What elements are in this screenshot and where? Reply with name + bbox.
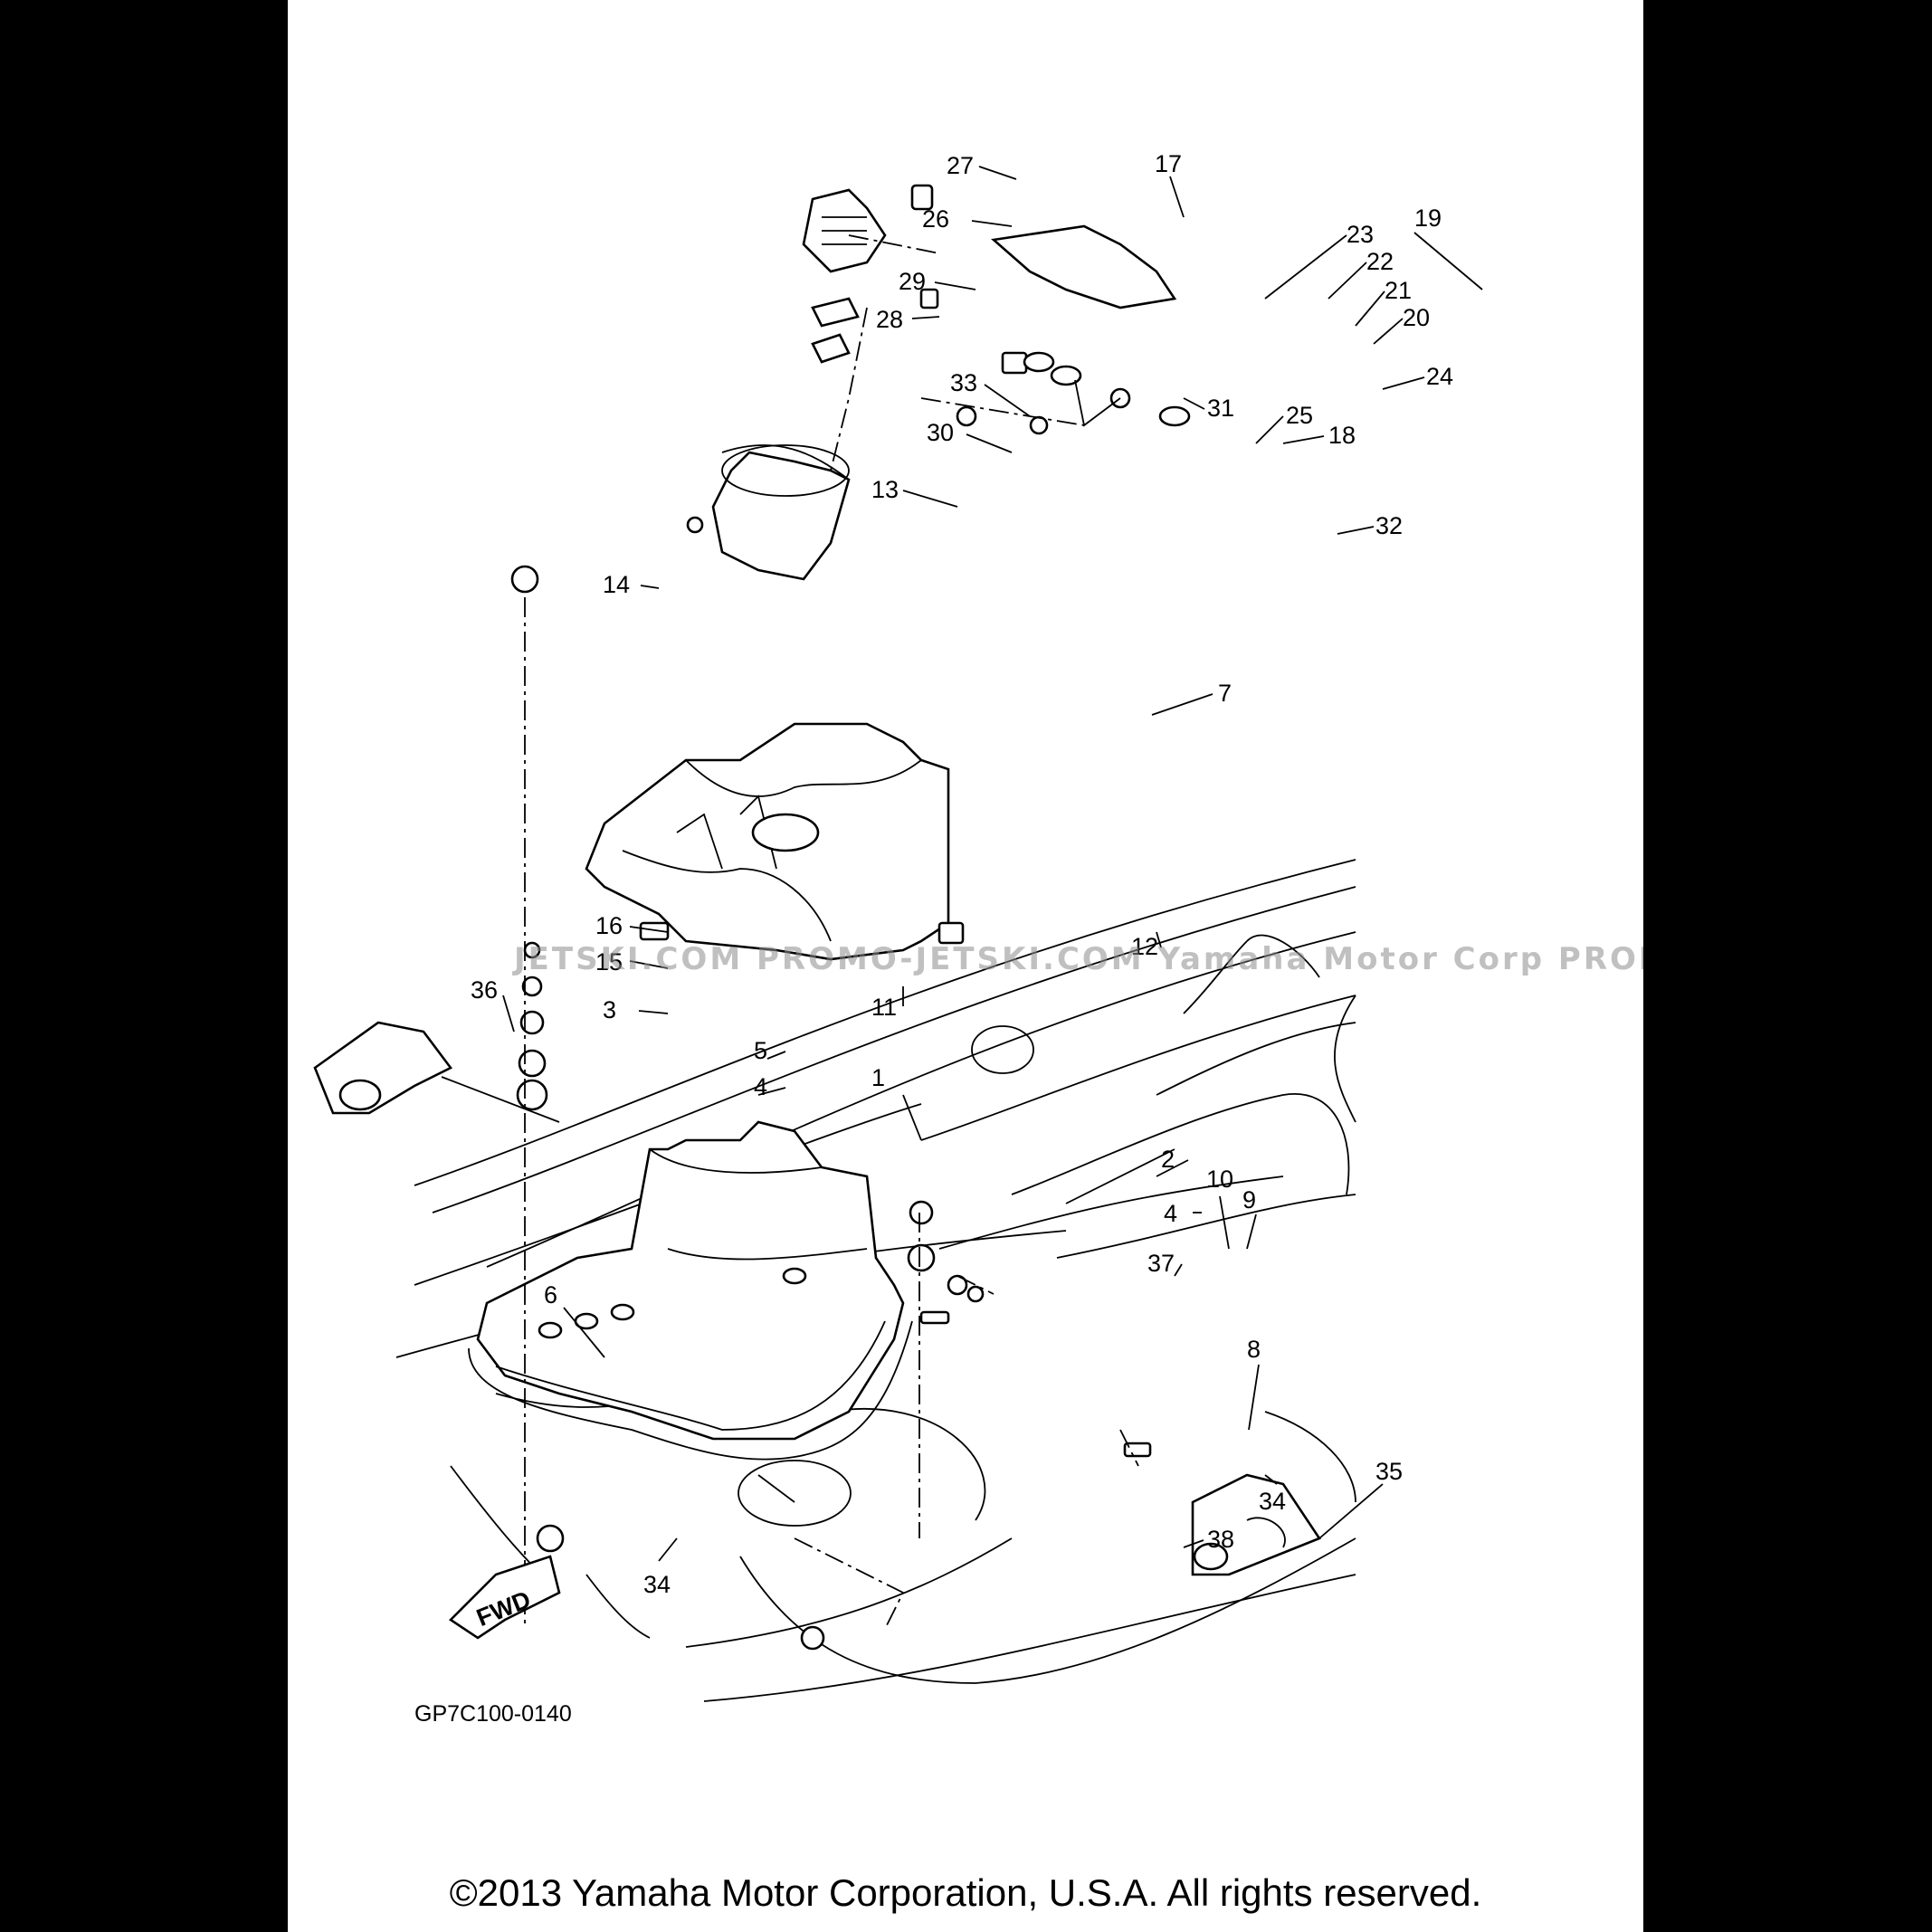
callout-32: 32 [1375, 512, 1403, 539]
seat-hatch [711, 444, 851, 581]
storage-box [476, 1120, 905, 1441]
box-gasket [468, 1320, 913, 1461]
leader-line [1282, 435, 1325, 444]
callout-5: 5 [754, 1037, 767, 1064]
callout-3: 3 [603, 996, 616, 1023]
diagram-code: GP7C100-0140 [414, 1701, 572, 1727]
leader-lines [502, 166, 1483, 1562]
callout-35: 35 [1375, 1458, 1403, 1485]
callout-33: 33 [950, 369, 977, 396]
leader-line [1255, 415, 1284, 444]
leader-line [1156, 931, 1162, 948]
leader-line [1183, 1539, 1204, 1548]
hardware [510, 516, 1152, 1651]
callout-2: 2 [1161, 1146, 1175, 1173]
parts-diagram: FWD 1 2 3 4 4 5 6 7 8 9 10 11 12 13 14 1… [313, 150, 1483, 1702]
seat-cover [585, 722, 950, 961]
callout-10: 10 [1206, 1166, 1233, 1193]
callout-34b: 34 [643, 1571, 671, 1598]
leader-line [640, 585, 660, 589]
leader-line [757, 1087, 786, 1096]
leader-line [1355, 290, 1385, 327]
leader-line [766, 1051, 786, 1060]
callout-30: 30 [927, 419, 954, 446]
leader-line [1264, 1474, 1278, 1485]
leader-line [971, 220, 1013, 227]
callout-7: 7 [1218, 680, 1232, 707]
callout-4a: 4 [754, 1073, 767, 1100]
leader-line [1219, 1195, 1230, 1250]
callout-29: 29 [899, 268, 926, 295]
leader-line [1382, 376, 1425, 390]
leader-line [902, 490, 958, 508]
callout-23: 23 [1347, 221, 1374, 248]
leader-line [984, 384, 1031, 417]
leader-line [629, 960, 669, 969]
leader-line [1373, 318, 1404, 345]
callout-8: 8 [1247, 1336, 1261, 1363]
leader-line [1151, 693, 1213, 716]
fwd-arrow: FWD [448, 1555, 561, 1640]
callout-21: 21 [1385, 277, 1412, 304]
callout-12: 12 [1131, 933, 1158, 960]
copyright-notice: ©2013 Yamaha Motor Corporation, U.S.A. A… [449, 1871, 1482, 1914]
leader-line [911, 316, 940, 319]
callouts: 1 2 3 4 4 5 6 7 8 9 10 11 12 13 14 15 16… [471, 150, 1453, 1598]
callout-1: 1 [871, 1064, 885, 1091]
leader-line [502, 995, 515, 1033]
callout-20: 20 [1403, 304, 1430, 331]
leader-line [658, 1537, 678, 1562]
callout-34a: 34 [1259, 1488, 1286, 1515]
callout-6: 6 [544, 1281, 557, 1309]
callout-11: 11 [871, 994, 897, 1021]
leader-line [1337, 526, 1375, 535]
leader-line [1264, 234, 1347, 300]
leader-line [966, 433, 1013, 453]
leader-line [934, 281, 976, 290]
leader-line [978, 166, 1017, 180]
callout-17: 17 [1155, 150, 1182, 177]
callout-36: 36 [471, 976, 498, 1004]
leader-line [1246, 1213, 1257, 1250]
callout-27: 27 [947, 152, 974, 179]
callout-18: 18 [1328, 422, 1356, 449]
leader-line [563, 1307, 605, 1358]
leader-line [902, 1094, 922, 1141]
callout-24: 24 [1426, 363, 1453, 390]
leader-line [1413, 232, 1483, 290]
leader-line [638, 1010, 669, 1014]
leader-line [1156, 1159, 1189, 1177]
callout-37: 37 [1147, 1250, 1175, 1277]
watermark: JETSKI.COM PROMO-JETSKI.COM Yamaha Motor… [514, 941, 1643, 977]
callout-25: 25 [1286, 402, 1313, 429]
callout-4b: 4 [1164, 1200, 1177, 1227]
callout-28: 28 [876, 306, 903, 333]
diagram-sheet: FWD 1 2 3 4 4 5 6 7 8 9 10 11 12 13 14 1… [288, 0, 1643, 1932]
callout-16: 16 [595, 912, 623, 939]
leader-line [1183, 397, 1205, 410]
callout-13: 13 [871, 476, 899, 503]
latch-assembly [802, 184, 1191, 435]
callout-38: 38 [1207, 1526, 1234, 1553]
leader-line [1174, 1263, 1183, 1277]
leader-line [1328, 262, 1367, 300]
leader-line [1318, 1483, 1384, 1539]
callout-31: 31 [1207, 395, 1234, 422]
side-vent-left [313, 1021, 452, 1115]
callout-15: 15 [595, 948, 623, 976]
side-vent-right [1191, 1473, 1321, 1576]
leader-line [1248, 1364, 1260, 1431]
callout-22: 22 [1366, 248, 1394, 275]
callout-26: 26 [922, 205, 949, 233]
callout-19: 19 [1414, 205, 1442, 232]
assembly-lines [441, 234, 1139, 1630]
callout-14: 14 [603, 571, 630, 598]
leader-line [1169, 176, 1185, 218]
callout-9: 9 [1242, 1186, 1256, 1213]
leader-line [629, 926, 669, 933]
